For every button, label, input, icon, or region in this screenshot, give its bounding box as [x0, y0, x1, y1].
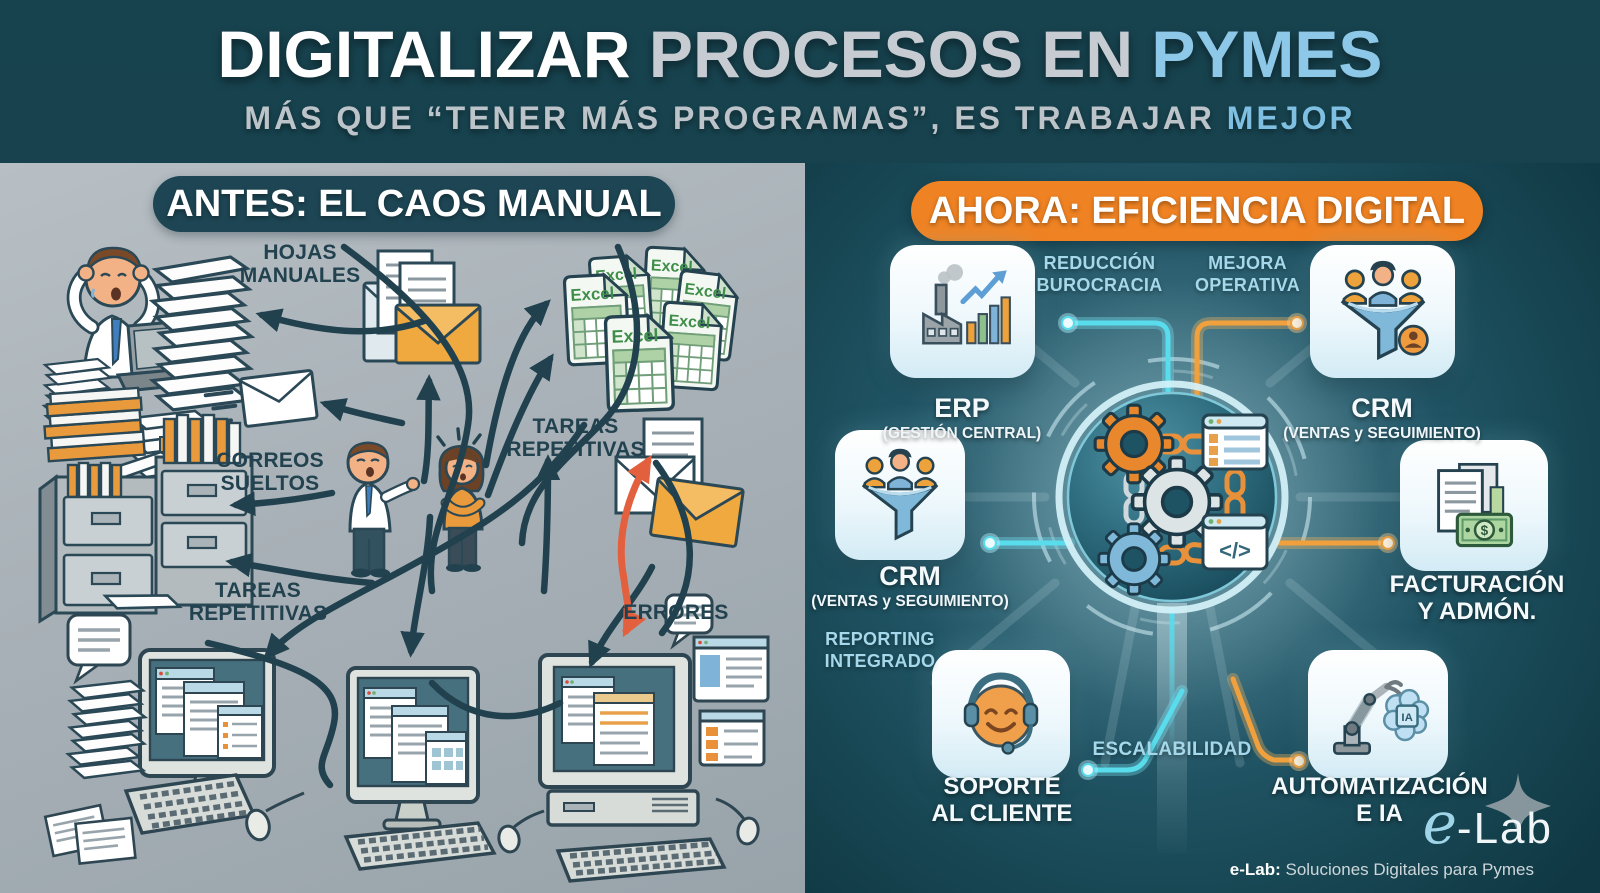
- support-headset-icon: [963, 672, 1039, 755]
- mouse-2: [497, 809, 545, 854]
- erp-factory-chart-icon: [921, 263, 1011, 345]
- excel-files-cluster: [562, 245, 741, 413]
- tagline-text: Soluciones Digitales para Pymes: [1280, 860, 1534, 879]
- crm-funnel-icon: [1340, 260, 1429, 360]
- card-crm-top: [1310, 245, 1455, 378]
- mouse-1: [245, 791, 305, 842]
- connector-dots: [980, 313, 1398, 780]
- elab-logo: e-Lab: [1397, 773, 1553, 859]
- crm-left-subtitle: (VENTAS y SEGUIMIENTO): [811, 593, 1009, 610]
- robot-arm-ai-brain-icon: IA: [1333, 680, 1430, 755]
- automatizacion-title: AUTOMATIZACIÓN E IA: [1271, 773, 1488, 828]
- desktop-computer-2: [346, 666, 480, 831]
- page-title: DIGITALIZAR PROCESOS EN PYMES: [0, 14, 1600, 94]
- facturacion-title: FACTURACIÓN Y ADMÓN.: [1389, 571, 1565, 626]
- card-automatizacion: IA: [1308, 650, 1448, 778]
- mail-documents-icon: [362, 249, 482, 365]
- erp-title: ERP: [934, 393, 990, 423]
- logo-lab: -Lab: [1456, 804, 1553, 853]
- gear-orange: [1093, 403, 1175, 485]
- benefit-reporting-integrado: REPORTING INTEGRADO: [824, 629, 936, 671]
- after-header-label: AHORA: EFICIENCIA DIGITAL: [928, 189, 1466, 232]
- flying-envelope-icon: [203, 369, 319, 428]
- popup-window-2: [698, 709, 766, 767]
- card-soporte: [932, 650, 1070, 778]
- erp-subtitle: (GESTIÓN CENTRAL): [882, 425, 1042, 442]
- soporte-title: SOPORTE AL CLIENTE: [931, 773, 1073, 828]
- loose-docs-bottom: [43, 803, 137, 865]
- subtitle-main: MÁS QUE “TENER MÁS PROGRAMAS”, ES TRABAJ…: [244, 100, 1227, 136]
- desktop-computer-3: [538, 653, 700, 827]
- card-erp: [890, 245, 1035, 378]
- title-part-pymes: PYMES: [1151, 17, 1383, 91]
- code-glyph: </>: [1219, 538, 1251, 563]
- logo-e: e: [1422, 789, 1457, 857]
- after-panel: </> AHORA: EFICIENCIA DIGITAL: [805, 163, 1600, 893]
- ia-chip-glyph: IA: [1401, 712, 1412, 724]
- before-header-label: ANTES: EL CAOS MANUAL: [166, 182, 662, 225]
- star-icon: [1485, 773, 1551, 839]
- crm-funnel-icon: [861, 448, 939, 541]
- label-tareas-repetitivas-bottom: TAREAS REPETITIVAS: [188, 579, 328, 626]
- benefit-mejora-operativa: MEJORA OPERATIVA: [1194, 253, 1301, 295]
- mouse-3: [715, 797, 760, 846]
- crm-left-title: CRM: [879, 561, 941, 591]
- benefit-reduccion-burocracia: REDUCCIÓN BUROCRACIA: [1036, 253, 1163, 295]
- keyboard-1: [123, 773, 257, 835]
- popup-window-1: [692, 635, 770, 703]
- label-tareas-repetitivas-top: TAREAS REPETITIVAS: [506, 415, 645, 462]
- keyboard-2: [343, 821, 497, 871]
- connectors-orange: [1191, 317, 1394, 766]
- chaos-arrows: [204, 243, 694, 789]
- card-crm-left: [835, 430, 965, 560]
- crm-top-subtitle: (VENTAS y SEGUIMIENTO): [1283, 425, 1481, 442]
- card-facturacion: $: [1400, 440, 1548, 571]
- confused-man: [346, 441, 421, 578]
- invoice-money-icon: $: [1437, 462, 1514, 547]
- title-part-digitalizar: DIGITALIZAR: [217, 17, 631, 91]
- label-hojas-manuales: HOJAS MANUALES: [239, 241, 361, 288]
- tagline: e-Lab: Soluciones Digitales para Pymes: [1230, 860, 1534, 880]
- hub-list-window: [1201, 413, 1269, 471]
- dollar-glyph: $: [1481, 523, 1489, 538]
- tagline-brand: e-Lab:: [1229, 860, 1281, 879]
- title-part-procesos: PROCESOS EN: [630, 17, 1152, 91]
- label-correos-sueltos: CORREOS SUELTOS: [216, 449, 324, 496]
- keyboard-3: [555, 837, 727, 883]
- subtitle-mejor: MEJOR: [1226, 100, 1356, 136]
- before-header-pill: ANTES: EL CAOS MANUAL: [153, 176, 675, 232]
- filing-cabinet-icon: [38, 386, 254, 624]
- automation-hub: </>: [1055, 380, 1289, 614]
- gear-blue: [1097, 522, 1171, 596]
- benefit-escalabilidad: ESCALABILIDAD: [1092, 739, 1252, 760]
- connectors-cyan: [984, 317, 1188, 776]
- paper-stack-bottom-left: [66, 679, 147, 780]
- errors-arrow: [617, 454, 652, 638]
- label-errores: ERRORES: [623, 601, 729, 624]
- crm-top-title: CRM: [1351, 393, 1413, 423]
- hub-code-window: </>: [1201, 513, 1269, 571]
- page-subtitle: MÁS QUE “TENER MÁS PROGRAMAS”, ES TRABAJ…: [0, 100, 1600, 137]
- manual-chaos-illustration: Excel: [38, 243, 770, 883]
- chat-bubble-left: [66, 613, 132, 685]
- before-panel: Excel: [0, 163, 805, 893]
- after-header-pill: AHORA: EFICIENCIA DIGITAL: [911, 181, 1483, 241]
